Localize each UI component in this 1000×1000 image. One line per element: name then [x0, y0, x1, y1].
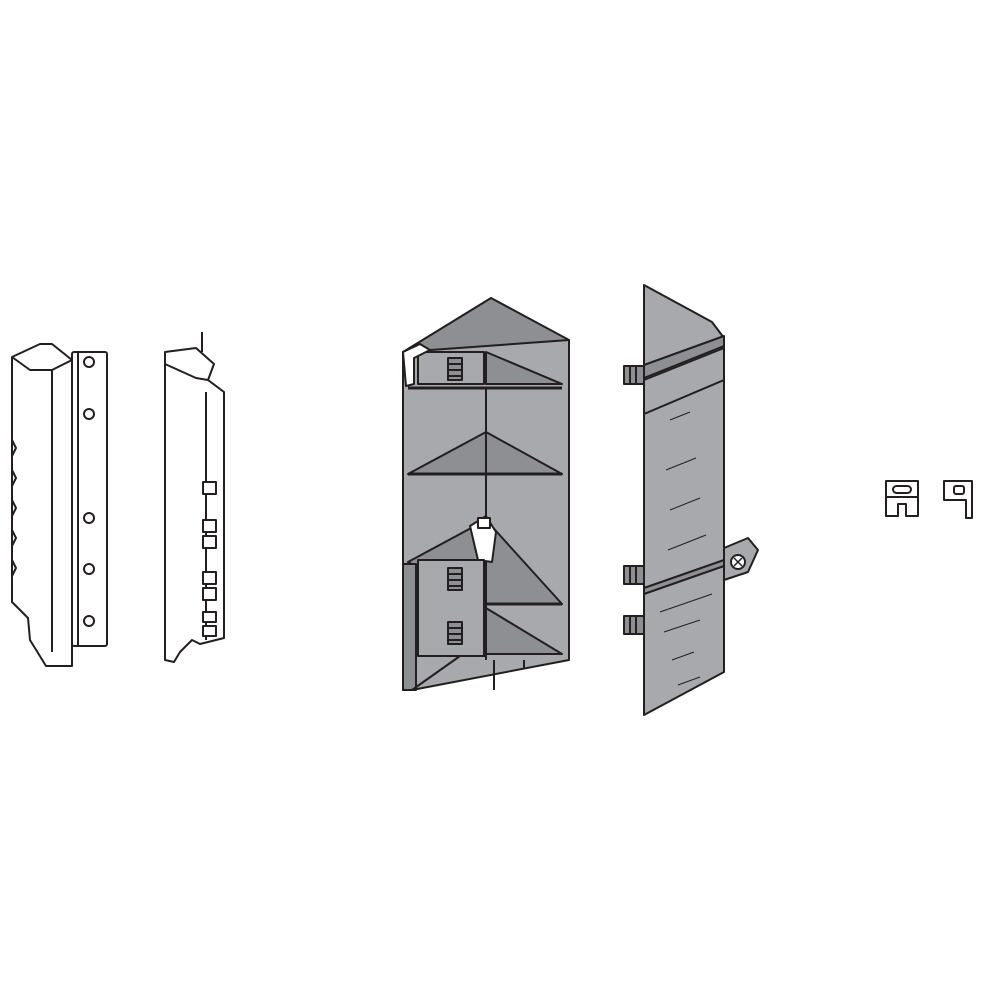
clip-small-front: [885, 480, 919, 517]
clip-small-side: [943, 480, 973, 519]
corner-adapter-panel: [623, 284, 759, 716]
corner-adapter-open: [402, 297, 570, 691]
back-bracket-side-view: [11, 343, 108, 667]
back-bracket-profile: [164, 332, 225, 663]
